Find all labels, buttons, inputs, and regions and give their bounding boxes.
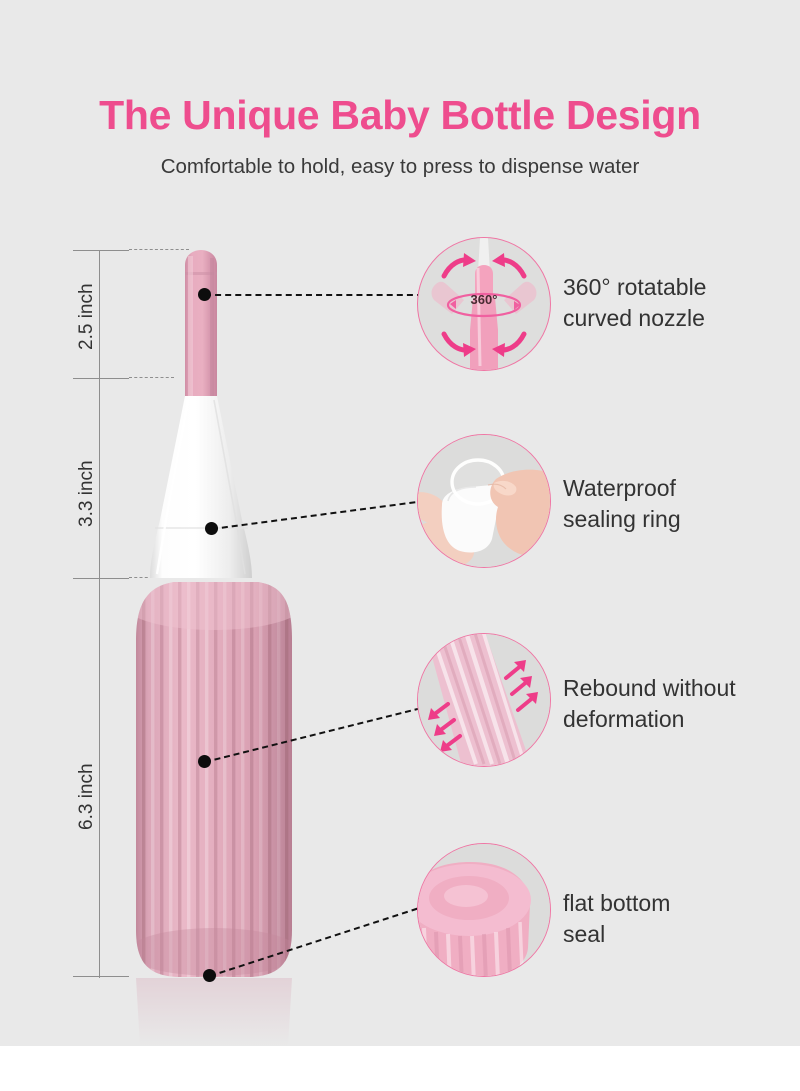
ruler-tick-top [73,250,129,252]
bottle-nozzle [185,250,217,400]
callout-flat-bottom[interactable] [417,843,551,977]
callout-label-flat-bottom: flat bottom seal [563,890,671,947]
ruler-tick-bottom [73,976,129,978]
bottle-reflection [136,978,292,1046]
ruler-tick-nozzle-neck-dash [129,377,174,378]
page-subtitle: Comfortable to hold, easy to press to di… [160,155,640,178]
ruler-tick-top-dash [129,249,189,250]
ruler-spine-upper [99,250,101,578]
leader-dot-flat-bottom [203,969,216,982]
flat-bottom-icon [418,862,531,976]
ruler-spine-lower [99,578,101,978]
product-illustration [136,250,292,1046]
callout-sealing-ring[interactable] [417,434,551,568]
bottle-body [136,582,292,977]
callout-label-rotatable-nozzle: 360° rotatable curved nozzle [563,274,707,331]
leader-line-nozzle [205,294,423,296]
ribbed-band-icon [428,634,530,766]
leader-dot-rebound [198,755,211,768]
bottle-neck [150,396,252,578]
callout-rebound[interactable] [417,633,551,767]
page-title: The Unique Baby Bottle Design [99,92,701,138]
ruler-tick-nozzle-neck [73,378,129,380]
callout-rotatable-nozzle[interactable]: 360° [417,237,551,371]
leader-dot-nozzle [198,288,211,301]
badge-360-label: 360° [471,292,498,307]
nozzle-shape-icon [470,265,498,370]
ruler-tick-neck-body [73,578,129,580]
callout-label-sealing-ring: Waterproof sealing ring [563,475,681,532]
callout-label-rebound: Rebound without deformation [563,675,736,732]
infographic-canvas: The Unique Baby Bottle Design Comfortabl… [0,0,800,1046]
leader-dot-sealing-ring [205,522,218,535]
